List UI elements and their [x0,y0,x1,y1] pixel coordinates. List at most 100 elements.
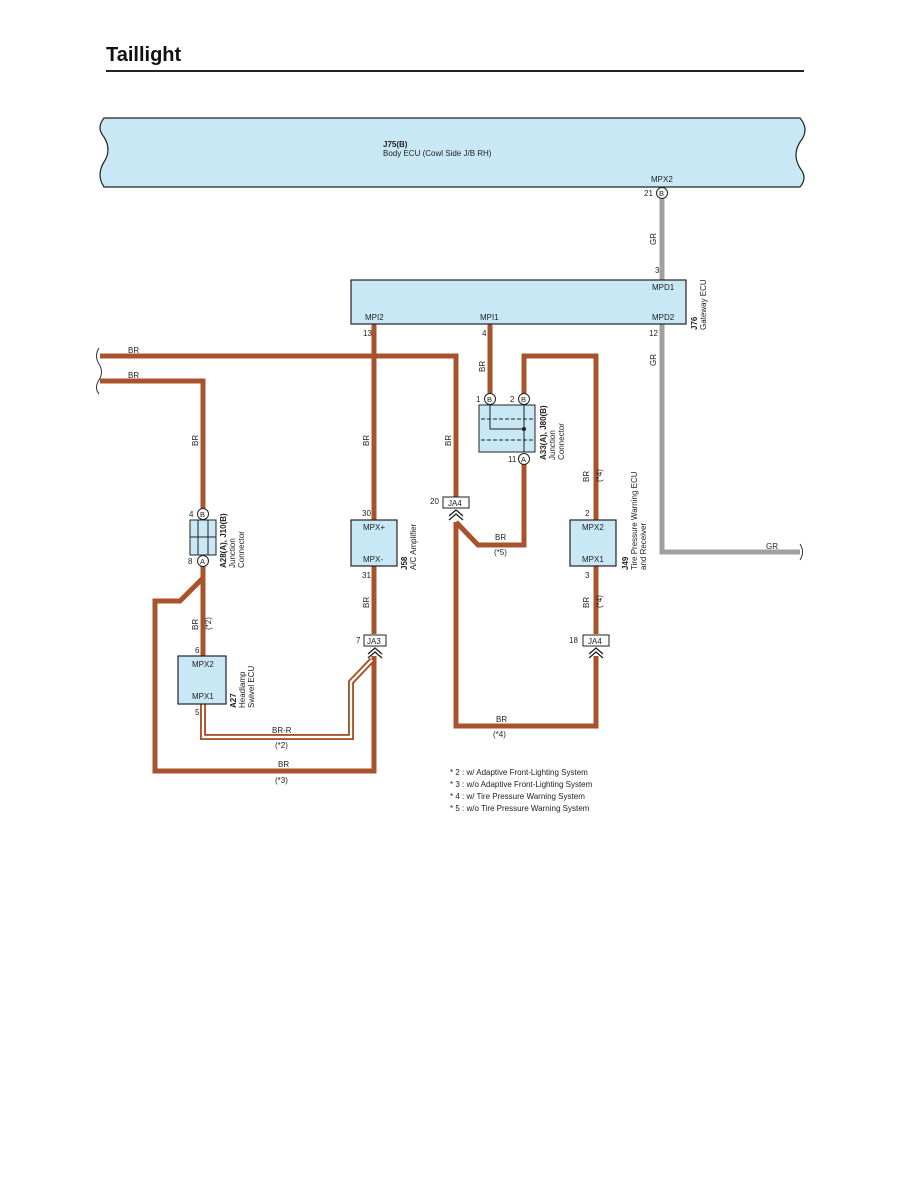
gateway-pin-mpd2: 12 [649,329,658,338]
jc-left-pin8: 8 [188,557,193,566]
gateway-pin-mpd1: 3 [655,266,660,275]
gateway-ecu-name: Gateway ECU [699,279,708,330]
body-ecu: J75(B) Body ECU (Cowl Side J/B RH) MPX2 … [99,117,806,199]
footnotes: * 2 : w/ Adaptive Front-Lighting System … [450,768,593,813]
ja4-top-pin: 20 [430,497,439,506]
ac-terminal-top: MPX+ [363,523,385,532]
junction-connector-right: 1 B 2 B 11 A A33(A), J80(B) Junction Con… [476,393,566,465]
wire-label-note4-tpw-top: (*4) [595,469,604,482]
wire-breaks [96,347,803,561]
headlamp-terminal-bottom: MPX1 [192,692,214,701]
headlamp-box [177,655,227,705]
junction-ja3: 7 JA3 [356,634,387,659]
wire-br-ja3-to-bottom [152,576,377,774]
ac-amp-name: A/C Amplifier [409,523,418,570]
gateway-pin-mpi2: 13 [363,329,372,338]
note-3: * 3 : w/o Adaptive Front-Lighting System [450,780,593,789]
junction-ja4-bottom: 18 JA4 [569,634,610,659]
wire-label-gr-1: GR [649,233,658,245]
headlamp-pin-bottom: 5 [195,708,200,717]
wire-label-note4-tpw-bottom: (*4) [595,595,604,608]
ja4-bottom-box [582,634,610,647]
jc-right-connector-a: A [521,455,526,464]
junction-connector-left: 4 B 8 A A28(A), J10(B) Junction Connecto… [188,508,246,568]
gateway-pin-mpi1: 4 [482,329,487,338]
wire-label-note2-brr: (*2) [275,741,288,750]
ac-amp-code: J58 [400,556,409,570]
ja4-bottom-label: JA4 [588,637,602,646]
jc-right-connector-a-circle [518,453,530,465]
tpw-name-2: and Receiver [639,523,648,570]
tpw-terminal-bottom: MPX1 [582,555,604,564]
note-5: * 5 : w/o Tire Pressure Warning System [450,804,590,813]
wire-br-top [100,353,459,498]
tpw-box [569,519,617,567]
body-ecu-code: J75(B) [383,140,408,149]
tpw-pin-bottom: 3 [585,571,590,580]
gateway-terminal-mpd2: MPD2 [652,313,675,322]
wire-label-note4-bottom: (*4) [493,730,506,739]
headlamp-code: A27 [229,693,238,708]
wire-label-gr-3: GR [766,542,778,551]
jc-left-code: A28(A), J10(B) [219,513,228,568]
jc-right-name-1: Junction [548,430,557,460]
body-ecu-terminal: MPX2 [651,175,673,184]
jc-left-connector-a-circle [197,555,209,567]
wire-label-br-tpw-top: BR [582,471,591,482]
headlamp-swivel-ecu: 6 MPX2 MPX1 5 A27 Headlamp Swivel ECU [177,646,256,717]
ac-pin-top: 30 [362,509,371,518]
jc-left-name-2: Connector [237,531,246,568]
wire-br-jc-to-tpw [521,353,599,520]
headlamp-pin-top: 6 [195,646,200,655]
ja4-bottom-pin: 18 [569,636,578,645]
jc-right-pin11: 11 [508,455,517,464]
wire-label-gr-2: GR [649,354,658,366]
headlamp-name-2: Swivel ECU [247,666,256,708]
title-rule [106,70,804,72]
tpw-terminal-top: MPX2 [582,523,604,532]
gateway-ecu: MPD1 MPD2 MPI1 MPI2 J76 Gateway ECU 12 4… [350,279,708,338]
gateway-terminal-mpd1: MPD1 [652,283,675,292]
tpw-name-1: Tire Pressure Warning ECU [630,471,639,570]
wire-br-second [100,378,206,509]
wire-gr-gateway-out [659,324,800,555]
gateway-terminal-mpi2: MPI2 [365,313,384,322]
wire-br-ja4-loop [453,522,599,729]
tpw-ecu: 2 MPX2 MPX1 3 J49 Tire Pressure Warning … [569,471,648,580]
wire-label-br-top: BR [128,346,139,355]
jc-right-name-2: Connector [557,423,566,460]
wire-label-br-5: BR [495,533,506,542]
headlamp-name-1: Headlamp [238,671,247,708]
body-ecu-pin: 21 [644,189,653,198]
jc-left-connector-b: B [200,510,205,519]
headlamp-terminal-top: MPX2 [192,660,214,669]
ac-amp-box [350,519,398,567]
wire-label-br-bottom-right: BR [496,715,507,724]
body-ecu-box [99,117,806,188]
body-ecu-connector: B [659,189,664,198]
tpw-pin-top: 2 [585,509,590,518]
wire-label-br-tpw-bottom: BR [582,597,591,608]
ja4-top-box [442,496,470,509]
ja3-label: JA3 [367,637,381,646]
body-ecu-name: Body ECU (Cowl Side J/B RH) [383,149,492,158]
jc-right-pin2: 2 [510,395,515,404]
ac-pin-bottom: 31 [362,571,371,580]
wire-label-note5: (*5) [494,548,507,557]
jc-right-code: A33(A), J80(B) [539,405,548,460]
wire-label-br-headlamp: BR [191,619,200,630]
ac-terminal-bottom: MPX- [363,555,383,564]
jc-right-connector-b2: B [521,395,526,404]
wire-label-br-bottom-left: BR [278,760,289,769]
wire-label-br-ac-bottom: BR [362,597,371,608]
wire-label-note3: (*3) [275,776,288,785]
wire-label-br-second: BR [128,371,139,380]
ja4-top-label: JA4 [448,499,462,508]
page-title: Taillight [106,44,182,66]
ac-amplifier: 30 MPX+ MPX- 31 J58 A/C Amplifier [350,509,418,580]
tpw-code: J49 [621,556,630,570]
wire-label-br-mpi1: BR [478,361,487,372]
wire-label-br-ac: BR [362,435,371,446]
jc-left-connector-a: A [200,557,205,566]
